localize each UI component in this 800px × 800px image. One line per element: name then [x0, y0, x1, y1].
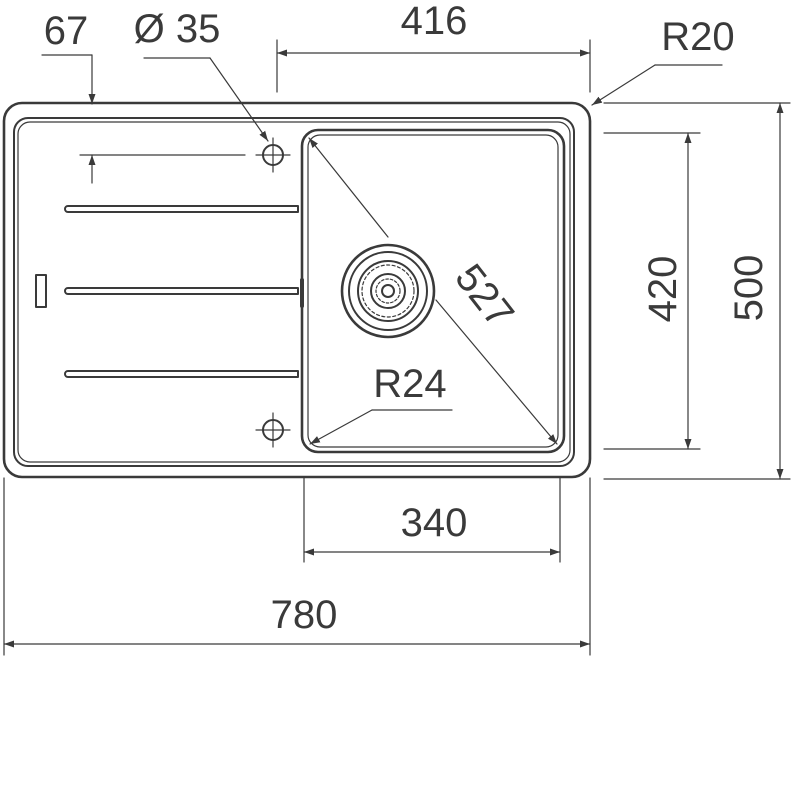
dimension-bowl-bottom-width: 340: [303, 477, 561, 563]
inner-rim-inner: [17, 121, 571, 463]
sink-outline: [2, 101, 592, 479]
dimension-label-bowl-depth: 420: [641, 256, 685, 323]
dimension-label-tap-offset: 67: [44, 9, 89, 53]
bowl-inner: [307, 134, 559, 448]
dimension-label-overall-depth: 500: [727, 255, 771, 322]
dimension-label-tap-hole: Ø 35: [134, 7, 221, 51]
tap-hole-top: [255, 137, 291, 173]
dimension-overall-width: 780: [3, 477, 591, 656]
inner-rim-outer: [13, 117, 575, 467]
dimension-label-bowl-width: 416: [401, 0, 468, 43]
dimension-bowl-width: 416: [276, 0, 591, 93]
bowl: [300, 128, 566, 454]
dimension-bowl-depth: 420: [603, 132, 701, 450]
drainer-grooves: [64, 205, 299, 378]
dimension-bowl-radius: R24: [309, 362, 453, 445]
dimension-label-outer-radius: R20: [661, 15, 734, 59]
dimension-tap-offset: 67: [41, 9, 246, 184]
groove-top: [64, 205, 299, 213]
outer-rim: [2, 101, 592, 479]
drain-strainer: [340, 243, 436, 339]
groove-middle: [64, 287, 299, 295]
dimension-outer-radius: R20: [591, 15, 735, 106]
dimension-label-bowl-radius: R24: [373, 362, 446, 406]
groove-bottom: [64, 370, 299, 378]
dimension-label-bowl-diagonal: 527: [446, 256, 522, 336]
dimension-overall-depth: 500: [603, 102, 791, 480]
dimension-tap-hole: Ø 35: [134, 7, 269, 142]
overflow-slot: [35, 274, 47, 308]
dimension-label-overall-width: 780: [271, 593, 338, 637]
dimension-label-bowl-bottom-width: 340: [401, 501, 468, 545]
tap-hole-bottom: [255, 412, 291, 448]
